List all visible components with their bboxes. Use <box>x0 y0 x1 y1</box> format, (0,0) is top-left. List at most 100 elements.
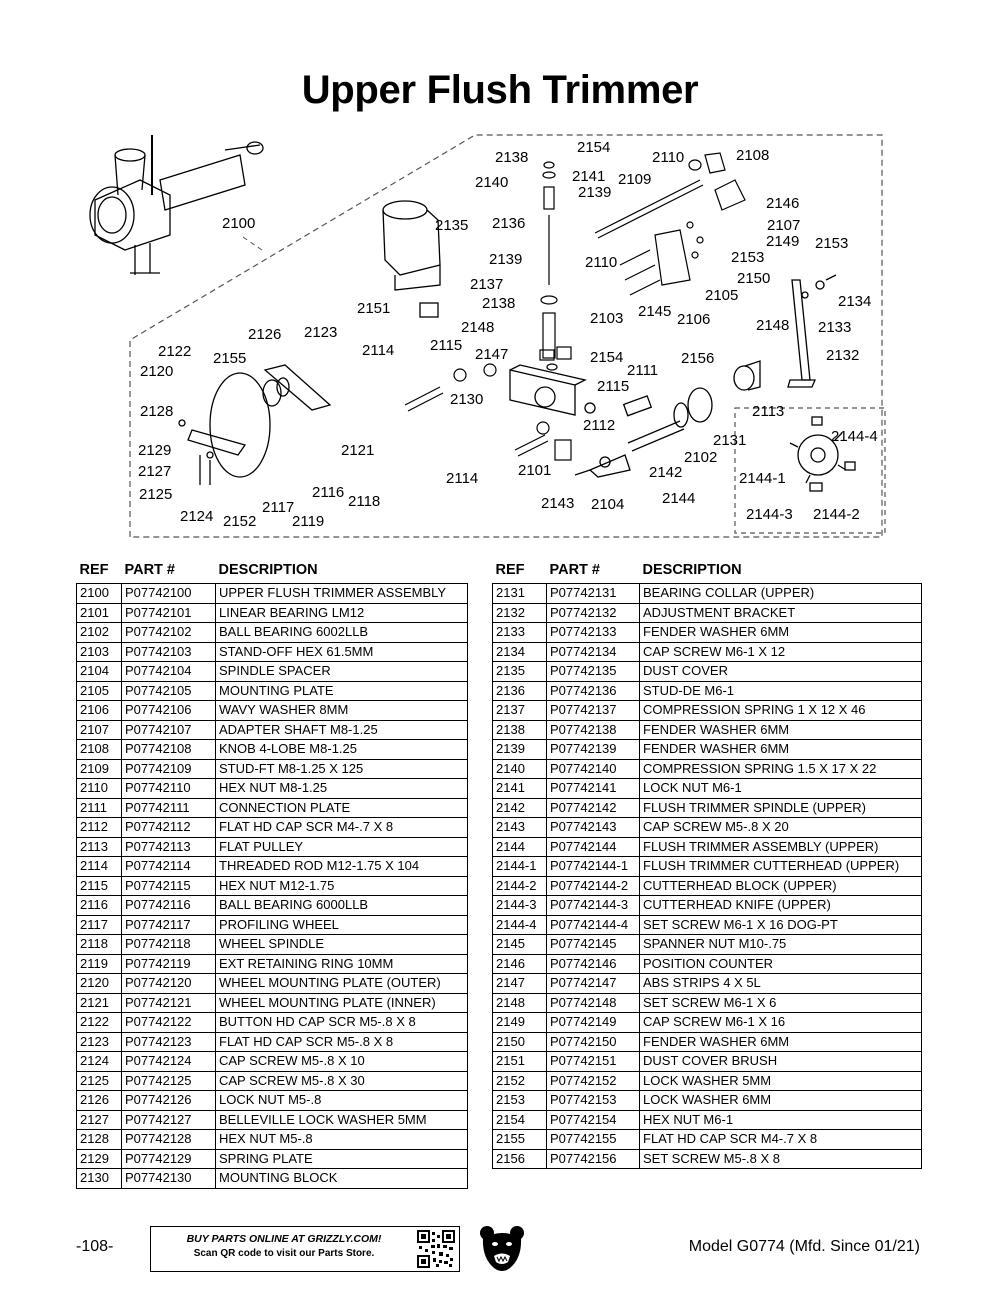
callout-label: 2110 <box>652 149 684 166</box>
part-number-cell: P07742116 <box>121 895 216 916</box>
part-number-cell: P07742144-1 <box>546 856 640 877</box>
part-number-cell: P07742114 <box>121 856 216 877</box>
ref-cell: 2132 <box>492 602 547 623</box>
part-number-cell: P07742104 <box>121 661 216 682</box>
part-number-cell: P07742138 <box>546 719 640 740</box>
part-number-cell: P07742119 <box>121 953 216 974</box>
callout-label: 2116 <box>312 484 344 501</box>
part-number-cell: P07742150 <box>546 1031 640 1052</box>
description-cell: FLAT HD CAP SCR M5-.8 X 8 <box>215 1031 468 1052</box>
ref-cell: 2102 <box>76 622 122 643</box>
description-cell: FLAT HD CAP SCR M4-.7 X 8 <box>639 1129 922 1150</box>
callout-label: 2152 <box>223 513 256 530</box>
description-cell: ABS STRIPS 4 X 5L <box>639 973 922 994</box>
col-header-description: DESCRIPTION <box>218 562 318 578</box>
part-number-cell: P07742151 <box>546 1051 640 1072</box>
callout-label: 2115 <box>430 337 462 354</box>
ref-cell: 2124 <box>76 1051 122 1072</box>
ref-cell: 2100 <box>76 583 122 604</box>
callout-label: 2136 <box>492 215 525 232</box>
part-number-cell: P07742110 <box>121 778 216 799</box>
part-number-cell: P07742101 <box>121 602 216 623</box>
callout-label: 2113 <box>752 403 784 420</box>
callout-label: 2123 <box>304 324 337 341</box>
parts-store-banner[interactable]: BUY PARTS ONLINE AT GRIZZLY.COM! Scan QR… <box>150 1226 460 1272</box>
description-cell: CONNECTION PLATE <box>215 797 468 818</box>
description-cell: ADAPTER SHAFT M8-1.25 <box>215 719 468 740</box>
callout-label: 2111 <box>627 362 658 379</box>
assembly-boundary <box>129 134 883 538</box>
part-number-cell: P07742152 <box>546 1070 640 1091</box>
description-cell: BUTTON HD CAP SCR M5-.8 X 8 <box>215 1012 468 1033</box>
ref-cell: 2106 <box>76 700 122 721</box>
ref-cell: 2125 <box>76 1070 122 1091</box>
description-cell: HEX NUT M5-.8 <box>215 1129 468 1150</box>
ref-cell: 2142 <box>492 797 547 818</box>
ref-cell: 2140 <box>492 758 547 779</box>
part-number-cell: P07742140 <box>546 758 640 779</box>
ref-cell: 2119 <box>76 953 122 974</box>
description-cell: FENDER WASHER 6MM <box>639 622 922 643</box>
description-cell: LOCK WASHER 6MM <box>639 1090 922 1111</box>
description-cell: DUST COVER BRUSH <box>639 1051 922 1072</box>
callout-label: 2153 <box>815 235 848 252</box>
ref-cell: 2118 <box>76 934 122 955</box>
description-cell: BELLEVILLE LOCK WASHER 5MM <box>215 1109 468 1130</box>
part-number-cell: P07742147 <box>546 973 640 994</box>
part-number-cell: P07742143 <box>546 817 640 838</box>
callout-label: 2151 <box>357 300 390 317</box>
callout-label: 2105 <box>705 287 738 304</box>
part-number-cell: P07742144-4 <box>546 914 640 935</box>
description-cell: EXT RETAINING RING 10MM <box>215 953 468 974</box>
description-cell: FENDER WASHER 6MM <box>639 719 922 740</box>
part-number-cell: P07742149 <box>546 1012 640 1033</box>
description-cell: WHEEL MOUNTING PLATE (OUTER) <box>215 973 468 994</box>
ref-cell: 2151 <box>492 1051 547 1072</box>
ref-cell: 2139 <box>492 739 547 760</box>
banner-text: BUY PARTS ONLINE AT GRIZZLY.COM! Scan QR… <box>159 1233 409 1259</box>
threaded-rods-drawing <box>404 363 591 476</box>
col-header-part: PART # <box>124 562 176 578</box>
ref-cell: 2114 <box>76 856 122 877</box>
ref-cell: 2111 <box>76 797 122 818</box>
description-cell: SET SCREW M6-1 X 6 <box>639 992 922 1013</box>
spindle-assembly-drawing <box>584 360 761 478</box>
qr-code-icon[interactable] <box>417 1230 455 1268</box>
part-number-cell: P07742127 <box>121 1109 216 1130</box>
part-number-cell: P07742113 <box>121 836 216 857</box>
callout-label: 2127 <box>138 463 171 480</box>
callout-label: 2154 <box>590 349 623 366</box>
cutterhead-drawing <box>789 416 856 492</box>
description-cell: PROFILING WHEEL <box>215 914 468 935</box>
ref-cell: 2129 <box>76 1148 122 1169</box>
callout-label: 2144-1 <box>739 470 786 487</box>
description-cell: KNOB 4-LOBE M8-1.25 <box>215 739 468 760</box>
stud-stack-drawing <box>539 161 572 371</box>
ref-cell: 2153 <box>492 1090 547 1111</box>
ref-cell: 2116 <box>76 895 122 916</box>
callout-label: 2115 <box>597 378 629 395</box>
part-number-cell: P07742130 <box>121 1168 216 1189</box>
description-cell: DUST COVER <box>639 661 922 682</box>
description-cell: SET SCREW M6-1 X 16 DOG-PT <box>639 914 922 935</box>
